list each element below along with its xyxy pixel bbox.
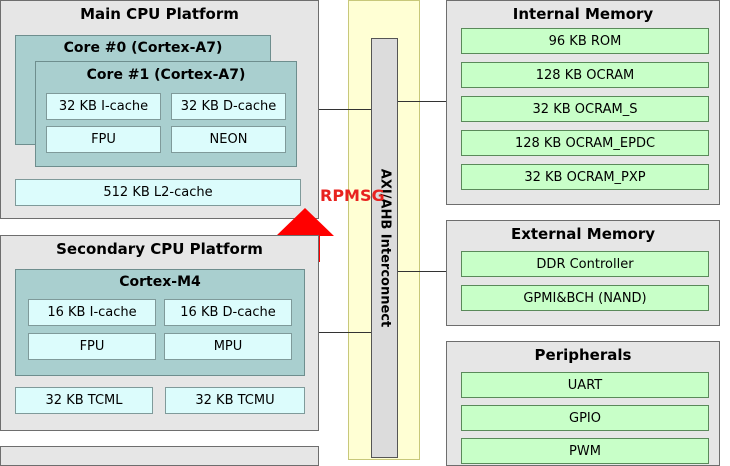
core-1-box: Core #1 (Cortex-A7) 32 KB I-cache 32 KB …	[35, 61, 297, 167]
rpmsg-label: RPMSG	[320, 186, 385, 205]
external-memory-block: External Memory DDR Controller GPMI&BCH …	[446, 220, 720, 326]
main-neon: NEON	[171, 126, 286, 153]
internal-memory-title: Internal Memory	[512, 5, 654, 23]
main-cpu-title: Main CPU Platform	[80, 5, 239, 23]
m4-mpu: MPU	[164, 333, 292, 360]
internal-memory-block: Internal Memory 96 KB ROM 128 KB OCRAM 3…	[446, 0, 720, 205]
main-dcache: 32 KB D-cache	[171, 93, 286, 120]
ocram-s-32kb: 32 KB OCRAM_S	[461, 96, 709, 122]
peripherals-title: Peripherals	[534, 346, 632, 364]
axi-ahb-interconnect-bus: AXI/AHB Interconnect	[371, 38, 398, 458]
link-secondary-cpu	[318, 332, 371, 333]
ddr-controller: DDR Controller	[461, 251, 709, 277]
ocram-pxp-32kb: 32 KB OCRAM_PXP	[461, 164, 709, 190]
gpio: GPIO	[461, 405, 709, 431]
main-fpu: FPU	[46, 126, 161, 153]
ocram-128kb: 128 KB OCRAM	[461, 62, 709, 88]
cortex-m4-title: Cortex-M4	[119, 274, 201, 290]
link-external-memory	[398, 271, 446, 272]
rom-96kb: 96 KB ROM	[461, 28, 709, 54]
peripherals-block: Peripherals UART GPIO PWM	[446, 341, 720, 466]
ocram-epdc-128kb: 128 KB OCRAM_EPDC	[461, 130, 709, 156]
tcmu: 32 KB TCMU	[165, 387, 305, 414]
main-cpu-platform: Main CPU Platform Core #0 (Cortex-A7) Co…	[0, 0, 319, 219]
main-icache: 32 KB I-cache	[46, 93, 161, 120]
m4-dcache: 16 KB D-cache	[164, 299, 292, 326]
l2-cache: 512 KB L2-cache	[15, 179, 301, 206]
cortex-m4-box: Cortex-M4 16 KB I-cache 16 KB D-cache FP…	[15, 269, 305, 376]
m4-icache: 16 KB I-cache	[28, 299, 156, 326]
secondary-cpu-platform: Secondary CPU Platform Cortex-M4 16 KB I…	[0, 235, 319, 431]
external-memory-title: External Memory	[510, 225, 656, 243]
m4-fpu: FPU	[28, 333, 156, 360]
link-internal-memory	[398, 101, 446, 102]
secondary-cpu-title: Secondary CPU Platform	[56, 240, 263, 258]
link-main-cpu	[318, 109, 371, 110]
pwm: PWM	[461, 438, 709, 464]
core-0-title: Core #0 (Cortex-A7)	[63, 40, 223, 56]
core-1-title: Core #1 (Cortex-A7)	[86, 67, 246, 83]
gpmi-bch-nand: GPMI&BCH (NAND)	[461, 285, 709, 311]
additional-platform-partial	[0, 446, 319, 466]
tcml: 32 KB TCML	[15, 387, 153, 414]
uart: UART	[461, 372, 709, 398]
